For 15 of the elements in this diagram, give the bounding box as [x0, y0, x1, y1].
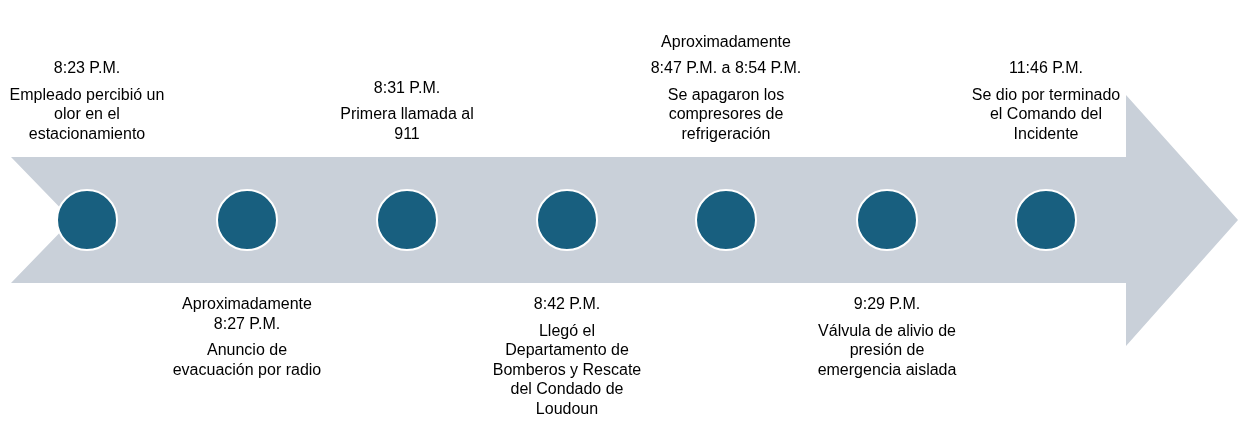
event-text: Primera llamada al 911 — [339, 104, 475, 143]
event-text: 9:29 P.M. — [853, 294, 921, 314]
event-text: 8:42 P.M. — [533, 294, 601, 314]
event-text: 11:46 P.M. — [1008, 58, 1084, 78]
event-text: Empleado percibió un olor en el estacionamiento — [8, 84, 166, 143]
event-text: 8:23 P.M. — [53, 58, 121, 78]
event-text: Válvula de alivio de presión de emergencia aislada — [816, 320, 958, 379]
event-text: 8:47 P.M. a 8:54 P.M. — [650, 58, 802, 78]
event-text: 8:31 P.M. — [373, 77, 441, 97]
event-text: Se dio por terminado el Comando del Incidente — [970, 84, 1122, 143]
event-text: Llegó el Departamento de Bomberos y Rescate del Condado de Loudoun — [491, 320, 643, 418]
event-text: Anuncio de evacuación por radio — [171, 340, 323, 379]
event-text: Se apagaron los compresores de refrigeración — [666, 84, 786, 143]
event-text: Aproximadamente 8:27 P.M. — [181, 294, 313, 333]
event-text: Aproximadamente — [661, 31, 791, 51]
